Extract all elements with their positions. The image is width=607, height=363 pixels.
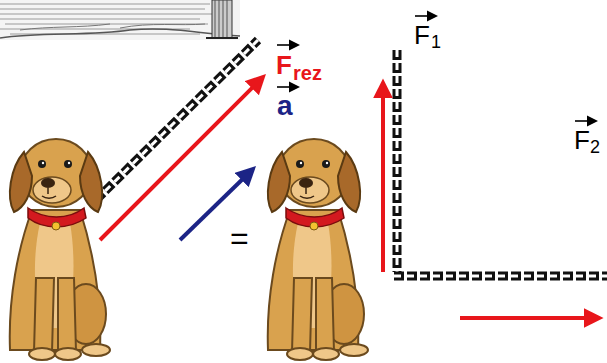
subscript: 2 (590, 138, 600, 156)
vector-sign (277, 16, 595, 121)
dog-left (10, 139, 110, 360)
equals-sign: = (230, 222, 249, 254)
force-arrow-horizontal (460, 316, 598, 320)
acceleration-symbol: a (277, 92, 293, 120)
force-arrow-vertical (381, 84, 385, 272)
subscript: 1 (431, 33, 441, 51)
subscript: rez (293, 63, 322, 83)
dog-right (268, 139, 368, 360)
force-symbol: F (276, 52, 292, 78)
resultant-force-arrow (100, 78, 262, 240)
force-symbol: F (414, 22, 430, 48)
force-symbol: F (574, 127, 590, 153)
engraving (0, 0, 240, 40)
